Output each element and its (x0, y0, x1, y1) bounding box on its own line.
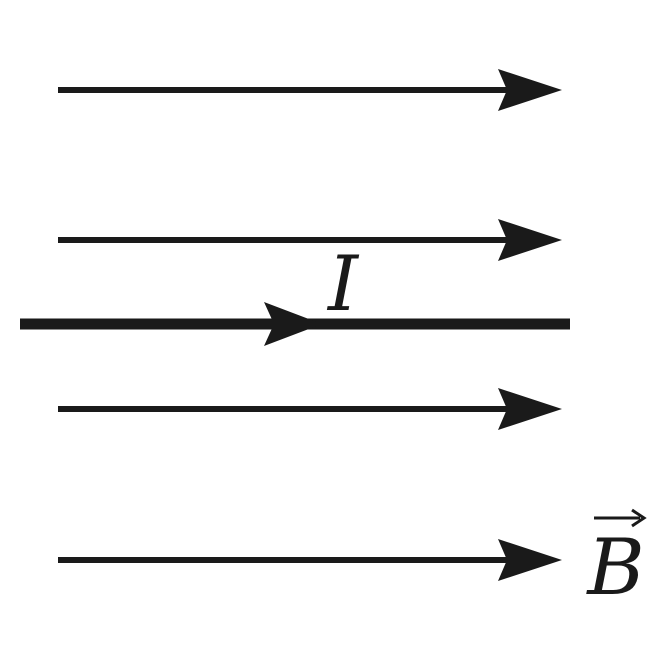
current-label: I (326, 239, 360, 328)
field-label: B (585, 508, 647, 613)
field-line-3-arrowhead (498, 388, 562, 430)
field-line-2-arrowhead (498, 219, 562, 261)
field-line-1-arrowhead (498, 69, 562, 111)
field-label-letter: B (585, 523, 644, 613)
current-wire (20, 302, 570, 346)
field-line-2 (58, 219, 562, 261)
field-line-4-arrowhead (498, 539, 562, 581)
current-direction-arrowhead (264, 302, 322, 346)
field-line-4 (58, 539, 562, 581)
field-line-1 (58, 69, 562, 111)
field-line-3 (58, 388, 562, 430)
vector-arrow-icon (594, 508, 647, 528)
